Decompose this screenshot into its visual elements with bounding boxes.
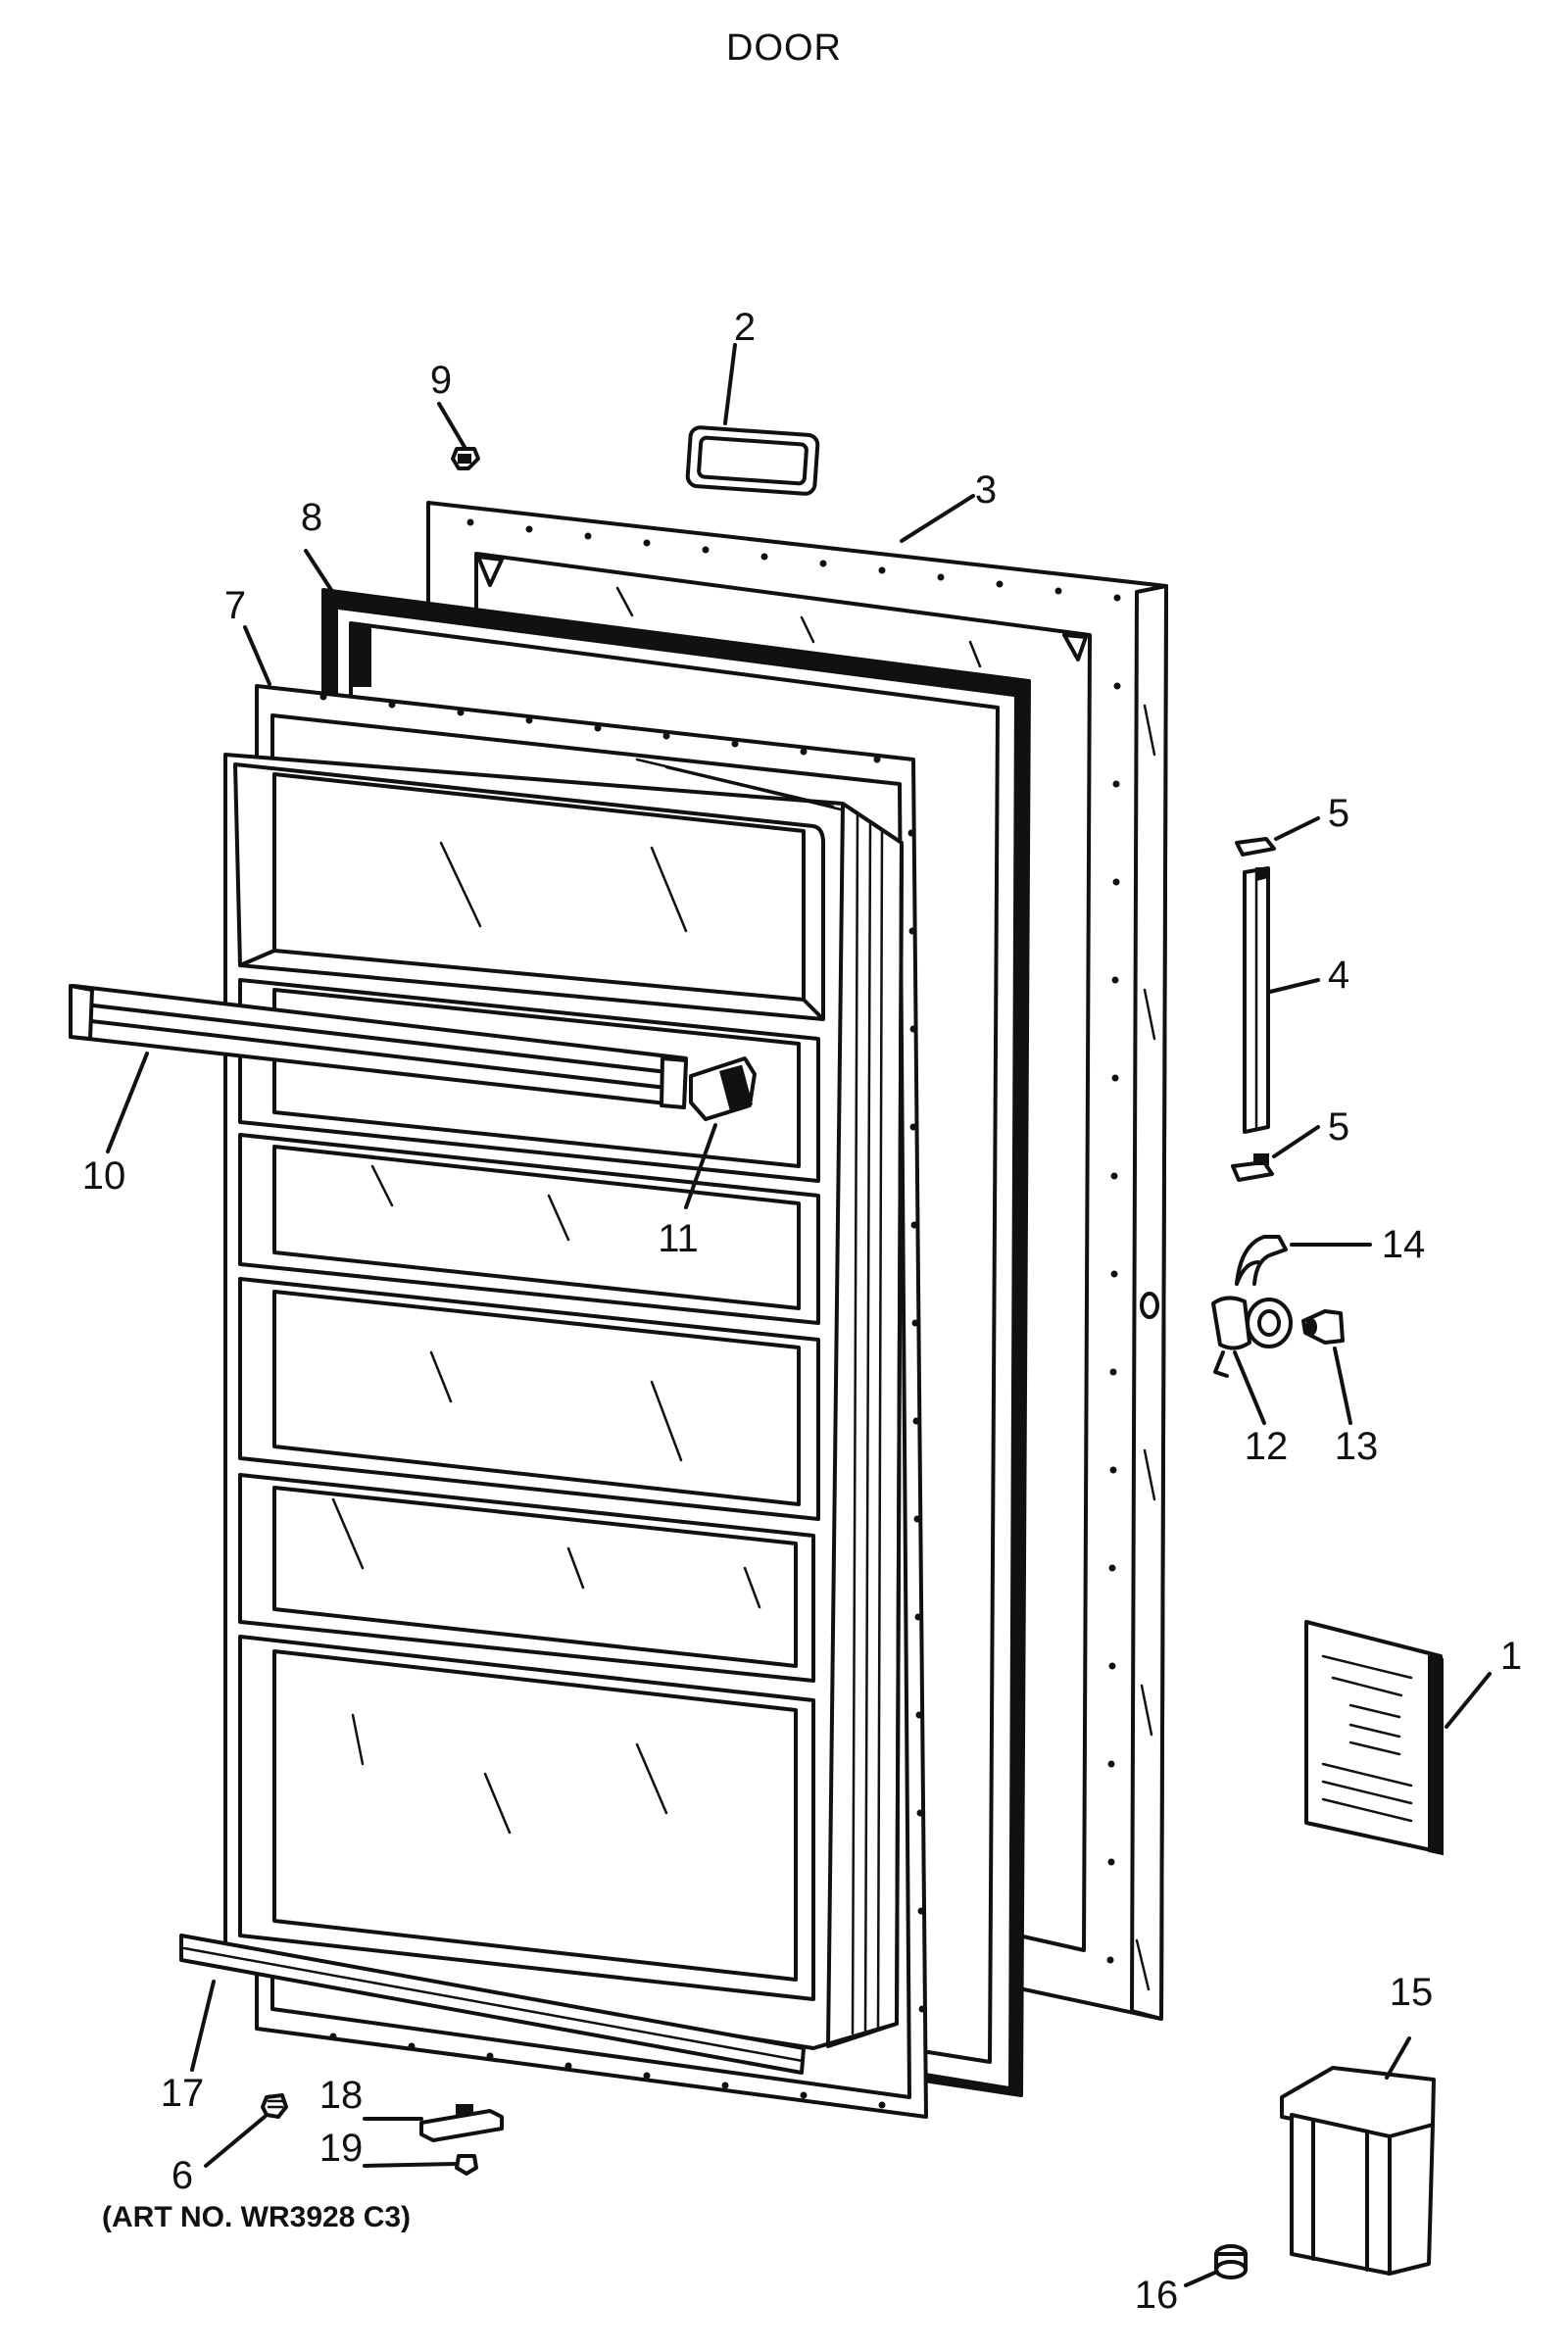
shelf-bin-1 bbox=[233, 762, 825, 1021]
callout-5-top: 5 bbox=[1327, 792, 1350, 835]
shelf-bin-4 bbox=[238, 1277, 820, 1521]
callout-19: 19 bbox=[318, 2127, 364, 2170]
bracket-18 bbox=[419, 2104, 504, 2142]
toe-block-15 bbox=[1280, 2066, 1436, 2276]
screw-19 bbox=[455, 2154, 478, 2176]
shelf-bin-6 bbox=[238, 1635, 815, 2001]
handle-bar-10 bbox=[69, 984, 688, 1109]
callout-2: 2 bbox=[733, 306, 757, 349]
hinge-pin-13 bbox=[1301, 1309, 1345, 1345]
bottom-trim-17 bbox=[179, 1934, 806, 2075]
callout-17: 17 bbox=[160, 2072, 205, 2115]
shelf-bin-5 bbox=[238, 1473, 815, 1683]
shelf-bin-3 bbox=[238, 1133, 820, 1325]
top-cap-2 bbox=[685, 425, 820, 496]
clip-5-top bbox=[1235, 837, 1276, 857]
hinge-clip-14 bbox=[1235, 1235, 1288, 1286]
callout-4: 4 bbox=[1327, 954, 1350, 997]
callout-11: 11 bbox=[658, 1217, 699, 1260]
handle-endcap-11 bbox=[689, 1056, 757, 1121]
callout-10: 10 bbox=[81, 1154, 126, 1198]
callout-9: 9 bbox=[429, 359, 453, 402]
art-number: (ART NO. WR3928 C3) bbox=[102, 2201, 412, 2233]
clip-5-bottom bbox=[1231, 1153, 1274, 1182]
plug-16 bbox=[1214, 2244, 1248, 2279]
strip-4 bbox=[1243, 866, 1270, 1134]
callout-12: 12 bbox=[1244, 1425, 1289, 1468]
hinge-cam-12 bbox=[1211, 1296, 1293, 1378]
callout-13: 13 bbox=[1334, 1425, 1379, 1468]
shelf-bin-2 bbox=[238, 978, 820, 1183]
screw-9 bbox=[451, 447, 480, 470]
callout-8: 8 bbox=[300, 496, 323, 539]
callout-16: 16 bbox=[1134, 2274, 1179, 2317]
callout-5-bottom: 5 bbox=[1327, 1105, 1350, 1149]
callout-3: 3 bbox=[974, 468, 998, 512]
callout-15: 15 bbox=[1389, 1971, 1434, 2014]
callout-1: 1 bbox=[1499, 1635, 1523, 1678]
booklet-1 bbox=[1304, 1620, 1444, 1856]
callout-6: 6 bbox=[171, 2154, 194, 2197]
callout-18: 18 bbox=[318, 2074, 364, 2117]
page-title: DOOR bbox=[726, 27, 842, 69]
door-liner bbox=[223, 684, 928, 2119]
leader-lines bbox=[106, 343, 1492, 2287]
screw-6 bbox=[261, 2093, 288, 2119]
callout-7: 7 bbox=[223, 584, 247, 627]
callout-14: 14 bbox=[1381, 1223, 1426, 1266]
